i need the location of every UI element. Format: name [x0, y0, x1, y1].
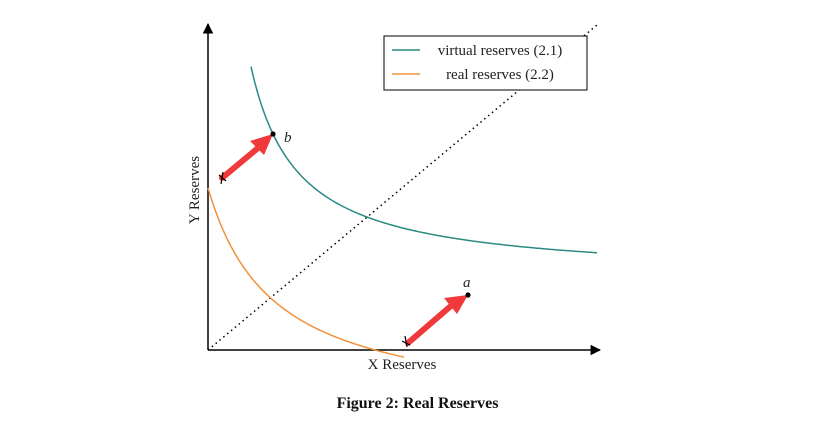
- series-line-virtual-reserves: [250, 66, 598, 254]
- plot-area: b a X Reserves Y Reserves virtual reserv…: [187, 22, 602, 373]
- legend-label-real: real reserves (2.2): [446, 67, 554, 83]
- series-line-real-reserves: [207, 187, 405, 358]
- figure-caption: Figure 2: Real Reserves: [336, 395, 499, 412]
- point-a-marker: [465, 292, 471, 298]
- shift-arrow-b: [219, 134, 273, 181]
- point-b-label: b: [284, 130, 292, 146]
- start-mark-b: [218, 171, 227, 185]
- point-a-label: a: [463, 275, 471, 291]
- shift-arrow-a: [405, 295, 468, 346]
- legend-label-virtual: virtual reserves (2.1): [438, 43, 563, 59]
- x-axis-label: X Reserves: [368, 357, 437, 373]
- legend: virtual reserves (2.1) real reserves (2.…: [383, 35, 588, 91]
- legend-box: [383, 35, 588, 91]
- start-mark-a: [401, 335, 411, 348]
- y-axis-label: Y Reserves: [187, 156, 203, 224]
- point-b-marker: [270, 131, 276, 137]
